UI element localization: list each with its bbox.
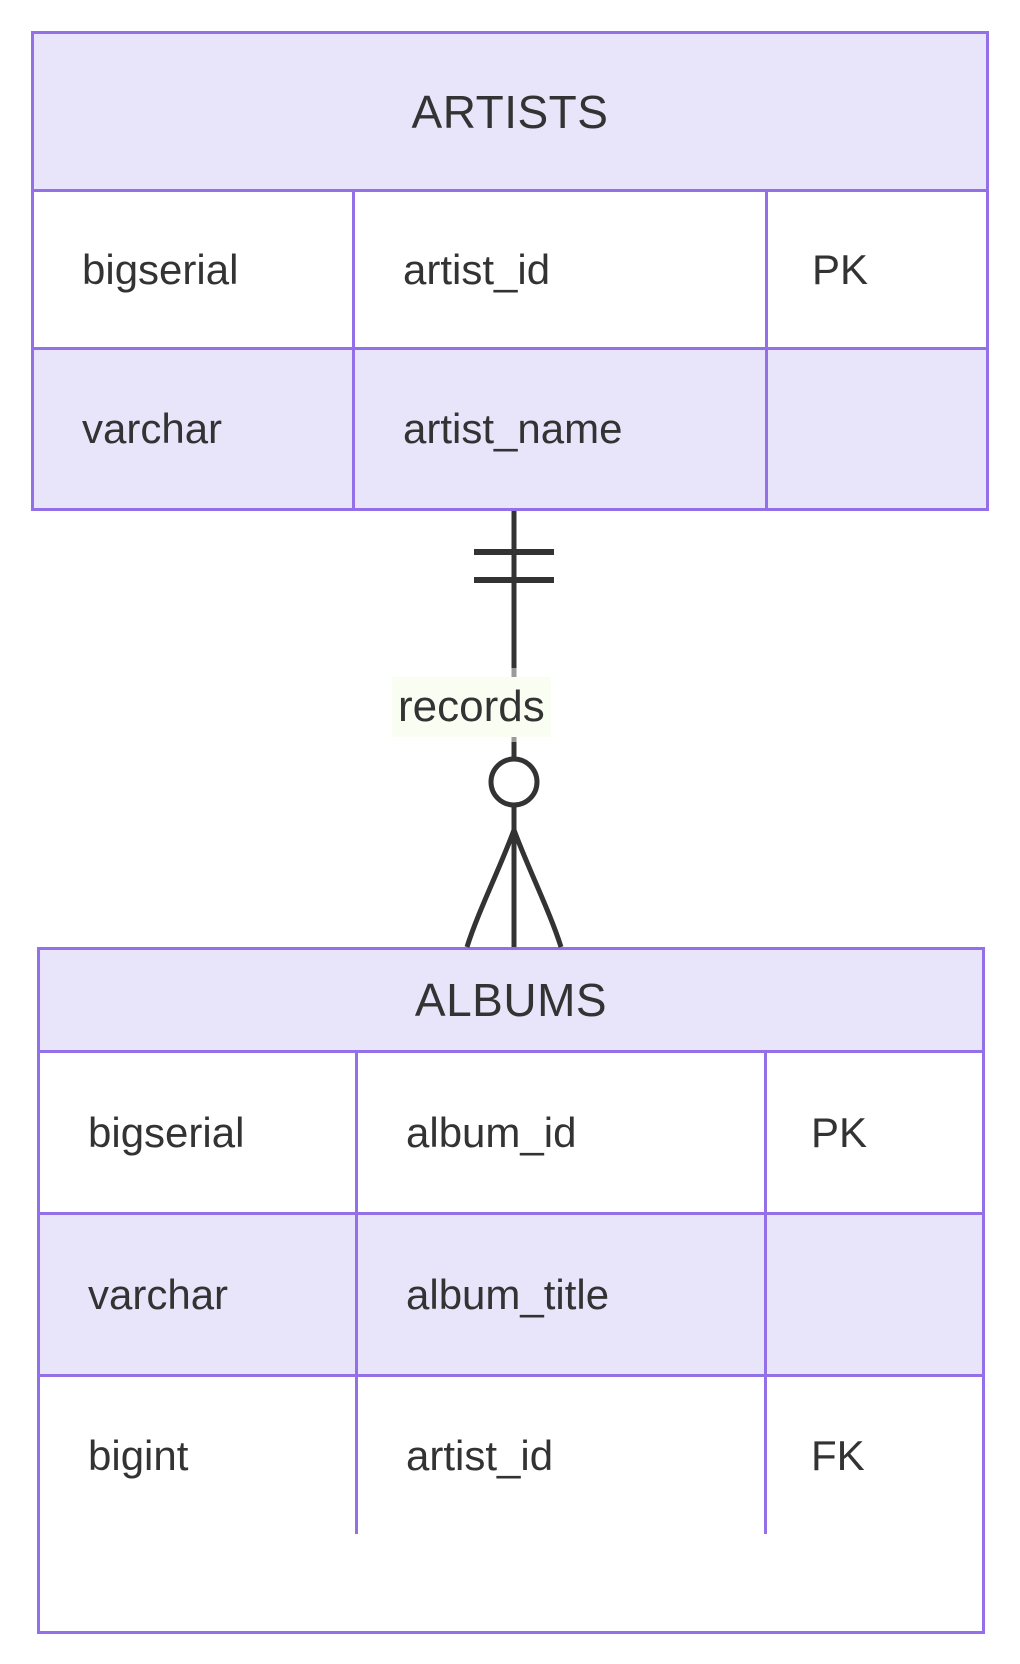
table-row[interactable]: bigint artist_id FK	[40, 1377, 982, 1534]
table-row[interactable]: varchar album_title	[40, 1215, 982, 1377]
attribute-key-badge	[768, 350, 986, 508]
table-row[interactable]: bigserial album_id PK	[40, 1053, 982, 1215]
attribute-type: bigserial	[40, 1053, 358, 1212]
entity-table-albums[interactable]: ALBUMS bigserial album_id PK varchar alb…	[37, 947, 985, 1634]
table-row[interactable]: varchar artist_name	[34, 350, 986, 508]
attribute-type: bigint	[40, 1377, 358, 1534]
table-row[interactable]: bigserial artist_id PK	[34, 192, 986, 350]
attribute-type: bigserial	[34, 192, 355, 347]
attribute-type: varchar	[40, 1215, 358, 1374]
attribute-key-badge: PK	[812, 245, 869, 293]
attribute-field: album_title	[358, 1215, 767, 1374]
entity-table-artists[interactable]: ARTISTS bigserial artist_id PK varchar a…	[31, 31, 989, 511]
attribute-field: artist_name	[355, 350, 768, 508]
attribute-key-badge	[767, 1215, 982, 1374]
entity-title-artists: ARTISTS	[34, 34, 986, 192]
relationship-label: records	[392, 677, 551, 737]
crowsfoot-left-prong-icon	[464, 829, 517, 948]
attribute-type: varchar	[34, 350, 355, 508]
attribute-key-badge: FK	[811, 1431, 865, 1479]
attribute-field: artist_id	[358, 1377, 767, 1534]
attribute-field: album_id	[358, 1053, 767, 1212]
crowsfoot-right-prong-icon	[511, 829, 564, 948]
attribute-field: artist_id	[355, 192, 768, 347]
entity-title-albums: ALBUMS	[40, 950, 982, 1053]
cardinality-zero-circle-icon	[488, 756, 540, 808]
attribute-key-badge: PK	[811, 1108, 868, 1156]
